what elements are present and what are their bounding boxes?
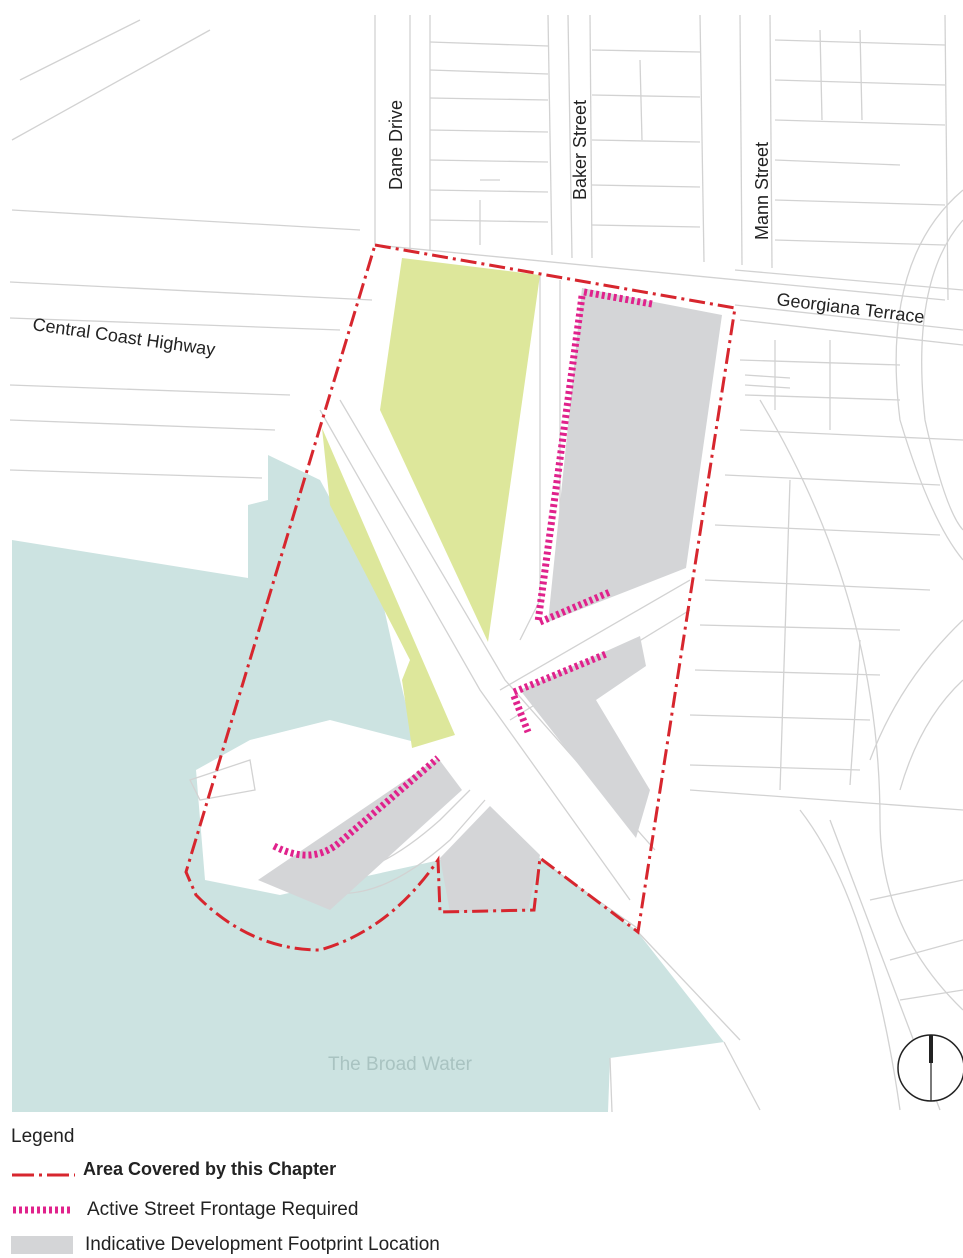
legend-item-boundary: Area Covered by this Chapter <box>11 1156 336 1182</box>
site-boundary <box>184 243 737 952</box>
street-label-dane-drive: Dane Drive <box>386 100 406 190</box>
open-space-north <box>380 258 540 642</box>
water-label: The Broad Water <box>328 1054 473 1075</box>
footprint-south <box>440 806 540 912</box>
legend-item-active-frontage: Active Street Frontage Required <box>11 1197 358 1223</box>
legend: Legend Area Covered by this Chapter Acti… <box>0 1120 963 1256</box>
legend-label-active-frontage: Active Street Frontage Required <box>87 1199 359 1220</box>
legend-title: Legend <box>11 1126 75 1147</box>
legend-item-footprint: Indicative Development Footprint Locatio… <box>11 1232 440 1258</box>
legend-label-boundary: Area Covered by this Chapter <box>83 1158 337 1179</box>
water-body <box>12 455 724 1112</box>
street-label-mann-street: Mann Street <box>752 142 772 240</box>
footprint-swatch-icon <box>11 1236 73 1254</box>
site-map: Dane Drive Baker Street Mann Street Geor… <box>9 14 963 1113</box>
footprint-southwest <box>258 758 462 910</box>
active-frontage-lines <box>272 288 653 859</box>
open-space-west <box>322 428 455 748</box>
active-frontage-icon <box>11 1199 75 1221</box>
north-arrow-icon <box>897 1034 963 1102</box>
legend-label-footprint: Indicative Development Footprint Locatio… <box>85 1234 440 1255</box>
street-label-baker-street: Baker Street <box>570 100 590 200</box>
footprint-east <box>520 636 650 838</box>
boundary-line-icon <box>11 1158 75 1180</box>
footprint-northeast <box>548 288 722 622</box>
